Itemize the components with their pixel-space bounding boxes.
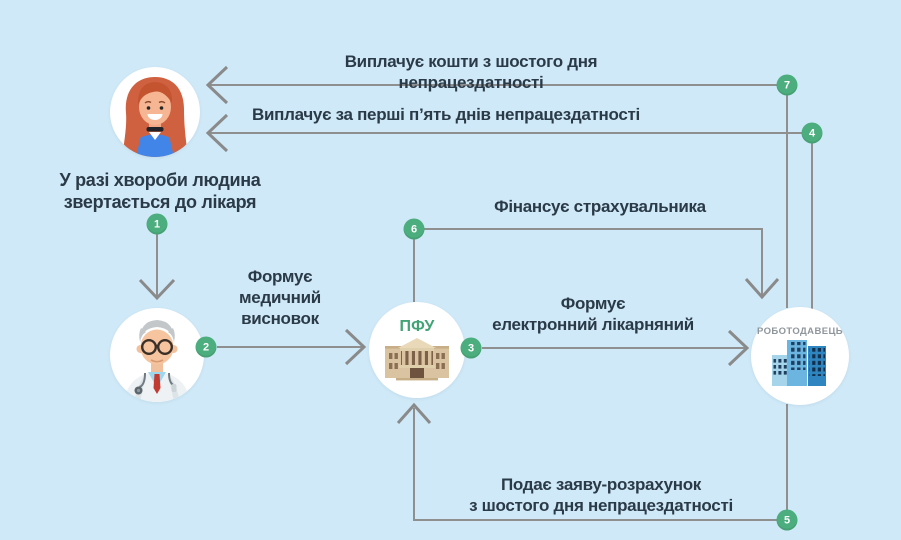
patient-caption-line2: звертається до лікаря <box>63 192 257 212</box>
step2-label-line3: висновок <box>241 309 319 328</box>
patient-avatar <box>110 67 200 157</box>
doctor-avatar <box>110 308 204 402</box>
step3-label: Формує електронний лікарняний <box>443 293 743 335</box>
step2-label: Формує медичний висновок <box>215 266 345 329</box>
step7-label: Виплачує кошти з шостого дня непрацездат… <box>344 52 598 92</box>
pfu-label: ПФУ <box>399 318 435 335</box>
step3-label-line2: електронний лікарняний <box>492 315 694 334</box>
arrowhead-right-to-employer <box>727 329 750 367</box>
employer-label: РОБОТОДАВЕЦЬ <box>756 326 844 337</box>
connector-step6 <box>413 228 763 302</box>
connector-step5 <box>413 404 788 521</box>
arrowhead-right-to-pfu <box>344 328 367 366</box>
arrowhead-left-to-patient-bottom <box>205 113 229 153</box>
step2-label-line1: Формує <box>247 267 313 286</box>
step-1-badge: 1 <box>146 213 168 235</box>
government-building-icon <box>385 338 449 381</box>
patient-caption-line1: У разі хвороби людина <box>59 170 261 190</box>
step2-label-line2: медичний <box>239 288 321 307</box>
employer-circle: РОБОТОДАВЕЦЬ <box>751 307 849 405</box>
step-4-badge: 4 <box>801 122 823 144</box>
step5-label-line2: з шостого дня непрацездатності <box>469 496 733 515</box>
arrowhead-left-to-patient-top <box>205 65 229 105</box>
step5-label: Подає заяву-розрахунок з шостого дня неп… <box>451 474 751 516</box>
step-2-badge: 2 <box>195 336 217 358</box>
pfu-circle: ПФУ <box>369 302 465 398</box>
step-5-badge: 5 <box>776 509 798 531</box>
woman-avatar-icon <box>122 77 188 157</box>
step-3-badge: 3 <box>460 337 482 359</box>
step3-label-line1: Формує <box>560 294 626 313</box>
arrowhead-down-to-employer <box>744 278 780 300</box>
step4-label: Виплачує за перші п’ять днів непрацездат… <box>252 105 640 124</box>
patient-caption: У разі хвороби людина звертається до лік… <box>40 169 280 213</box>
step6-label: Фінансує страхувальника <box>494 197 706 216</box>
step5-label-line1: Подає заяву-розрахунок <box>501 475 701 494</box>
arrowhead-up-to-pfu <box>396 402 432 424</box>
doctor-avatar-icon <box>124 320 190 402</box>
arrowhead-down-to-doctor <box>138 278 176 301</box>
step-6-badge: 6 <box>403 218 425 240</box>
office-buildings-icon <box>772 340 826 386</box>
step-7-badge: 7 <box>776 74 798 96</box>
